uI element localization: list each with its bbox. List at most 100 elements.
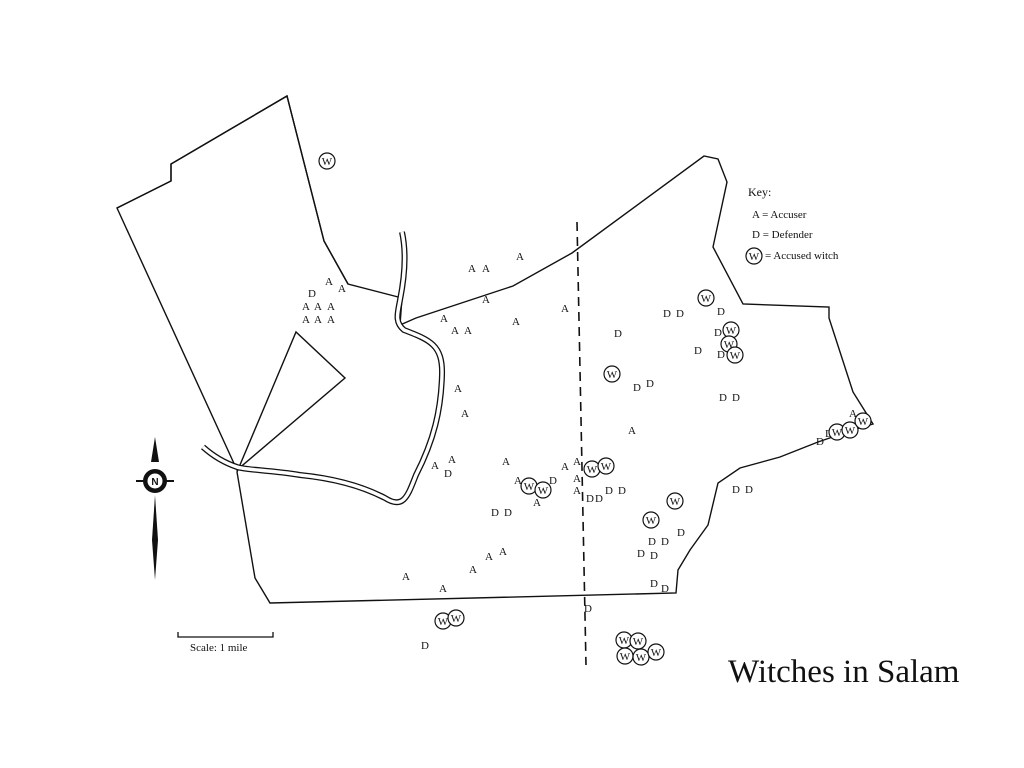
svg-text:W: W xyxy=(438,616,449,628)
svg-text:A: A xyxy=(485,551,493,563)
compass-north-label: N xyxy=(151,477,158,488)
defender-marker: D xyxy=(732,484,740,496)
svg-text:D: D xyxy=(646,378,654,390)
svg-text:W: W xyxy=(858,416,869,428)
svg-text:D: D xyxy=(549,475,557,487)
svg-text:D: D xyxy=(661,583,669,595)
defender-marker: D xyxy=(717,306,725,318)
defender-marker: D xyxy=(816,436,824,448)
svg-text:D: D xyxy=(717,306,725,318)
svg-text:W: W xyxy=(601,461,612,473)
accuser-marker: A xyxy=(849,408,857,420)
compass-icon: N xyxy=(136,437,174,580)
svg-text:D: D xyxy=(650,578,658,590)
svg-text:D: D xyxy=(308,288,316,300)
svg-text:A: A xyxy=(502,456,510,468)
svg-text:W: W xyxy=(620,651,631,663)
svg-text:D: D xyxy=(717,349,725,361)
svg-text:W: W xyxy=(730,350,741,362)
accuser-marker: A xyxy=(327,301,335,313)
svg-text:W: W xyxy=(701,293,712,305)
witch-marker: W xyxy=(434,612,452,630)
defender-marker: D xyxy=(633,382,641,394)
defender-marker: D xyxy=(650,550,658,562)
defender-marker: D xyxy=(586,493,594,505)
svg-text:A: A xyxy=(461,408,469,420)
svg-text:A: A xyxy=(573,485,581,497)
defender-marker: D xyxy=(650,578,658,590)
svg-text:A: A xyxy=(516,251,524,263)
accuser-marker: A xyxy=(499,546,507,558)
svg-text:A: A xyxy=(440,313,448,325)
accuser-marker: A xyxy=(448,454,456,466)
accuser-marker: A xyxy=(485,551,493,563)
defender-marker: D xyxy=(637,548,645,560)
svg-text:A: A xyxy=(454,383,462,395)
svg-text:D: D xyxy=(677,527,685,539)
svg-text:W: W xyxy=(724,339,735,351)
svg-text:D: D xyxy=(816,436,824,448)
accuser-marker: A xyxy=(338,283,346,295)
svg-text:A: A xyxy=(451,325,459,337)
defender-marker: D xyxy=(663,308,671,320)
accuser-marker: A xyxy=(469,564,477,576)
accuser-marker: A xyxy=(464,325,472,337)
svg-text:A: A xyxy=(561,461,569,473)
witch-marker: W xyxy=(726,346,744,364)
defender-marker: D xyxy=(595,493,603,505)
accuser-marker: A xyxy=(327,314,335,326)
witch-marker: W xyxy=(318,152,336,170)
defender-marker: D xyxy=(745,484,753,496)
svg-text:W: W xyxy=(587,464,598,476)
accuser-marker: A xyxy=(482,263,490,275)
accuser-marker: A xyxy=(439,583,447,595)
witch-marker: W xyxy=(647,643,665,661)
accuser-marker: A xyxy=(516,251,524,263)
accuser-marker: A xyxy=(431,460,439,472)
svg-text:W: W xyxy=(524,481,535,493)
accuser-marker: A xyxy=(502,456,510,468)
svg-text:A: A xyxy=(482,294,490,306)
svg-text:A: A xyxy=(533,497,541,509)
witch-marker: W xyxy=(854,412,872,430)
accuser-marker: A xyxy=(402,571,410,583)
accuser-marker: A xyxy=(533,497,541,509)
svg-text:D: D xyxy=(586,493,594,505)
svg-text:D: D xyxy=(637,548,645,560)
accuser-marker: A xyxy=(314,301,322,313)
defender-marker: D xyxy=(661,583,669,595)
svg-text:D: D xyxy=(584,603,592,615)
map-key: Key: A = Accuser D = Defender W = Accuse… xyxy=(745,185,839,265)
svg-text:W: W xyxy=(845,425,856,437)
svg-text:D: D xyxy=(421,640,429,652)
defender-marker: D xyxy=(618,485,626,497)
svg-text:D: D xyxy=(719,392,727,404)
svg-text:A: A xyxy=(628,425,636,437)
witch-marker: W xyxy=(603,365,621,383)
svg-text:A: A xyxy=(431,460,439,472)
defender-marker: D xyxy=(717,349,725,361)
defender-marker: D xyxy=(676,308,684,320)
witch-marker: W xyxy=(697,289,715,307)
defender-marker: D xyxy=(504,507,512,519)
svg-text:W: W xyxy=(726,325,737,337)
accuser-marker: A xyxy=(325,276,333,288)
svg-text:D: D xyxy=(663,308,671,320)
scale-label: Scale: 1 mile xyxy=(190,642,248,654)
key-defender: D = Defender xyxy=(752,229,813,241)
svg-text:A: A xyxy=(482,263,490,275)
svg-text:D: D xyxy=(732,484,740,496)
svg-text:A: A xyxy=(561,303,569,315)
svg-text:A: A xyxy=(469,564,477,576)
witch-marker: W xyxy=(841,421,859,439)
svg-text:D: D xyxy=(504,507,512,519)
defender-marker: D xyxy=(648,536,656,548)
witch-marker: W xyxy=(629,632,647,650)
svg-text:D: D xyxy=(676,308,684,320)
svg-text:A: A xyxy=(302,301,310,313)
svg-text:W: W xyxy=(538,485,549,497)
svg-text:D: D xyxy=(648,536,656,548)
witch-marker: W xyxy=(642,511,660,529)
svg-text:W: W xyxy=(607,369,618,381)
